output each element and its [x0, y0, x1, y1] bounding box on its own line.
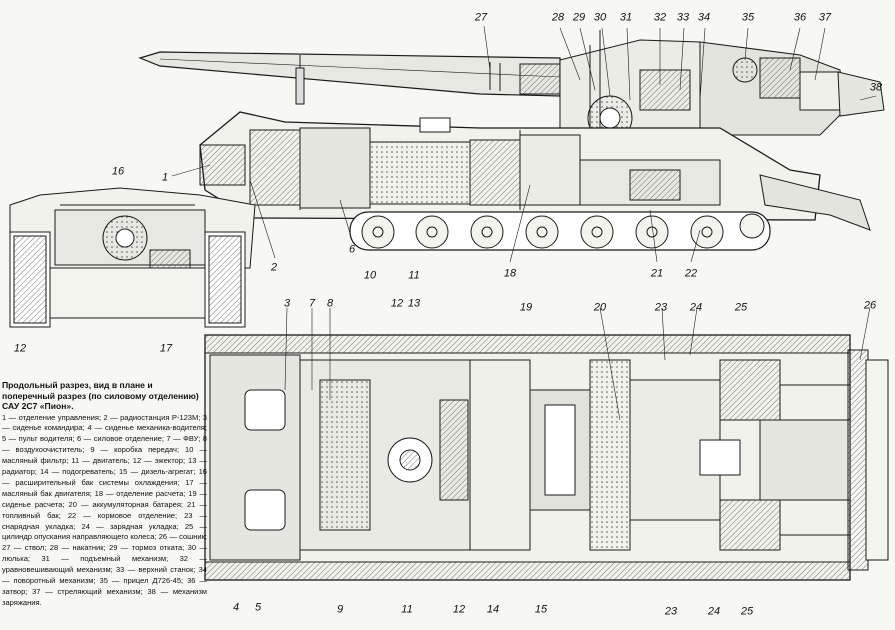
callout-side: 38 [869, 81, 883, 94]
callout-side: 31 [619, 11, 633, 24]
callout-plan: 15 [534, 603, 548, 616]
callout-plan: 5 [254, 601, 262, 614]
callout-side: 35 [741, 11, 755, 24]
callout-side: 1 [161, 171, 169, 184]
callout-plan: 8 [326, 297, 334, 310]
callout-side: 37 [818, 11, 832, 24]
callout-plan: 7 [308, 297, 316, 310]
callout-side: 32 [653, 11, 667, 24]
callout-side: 30 [593, 11, 607, 24]
caption-title: Продольный разрез, вид в плане и попереч… [2, 380, 199, 411]
hull [199, 111, 871, 231]
callout-plan: 9 [336, 603, 344, 616]
callout-plan: 20 [593, 301, 607, 314]
callout-plan: 24 [689, 301, 703, 314]
leader-lines [171, 25, 877, 421]
callout-plan: 11 [401, 603, 413, 616]
callout-side: 10 [363, 269, 377, 282]
callout-side: 6 [348, 243, 356, 256]
callout-front: 17 [159, 342, 173, 355]
callout-plan: 26 [863, 299, 877, 312]
side-section [138, 30, 885, 251]
callout-plan: 14 [486, 603, 500, 616]
callout-side: 28 [551, 11, 565, 24]
callout-plan: 25 [740, 605, 754, 618]
callout-side: 33 [676, 11, 690, 24]
callout-plan: 13 [407, 297, 421, 310]
callout-front: 16 [111, 165, 125, 178]
callout-side: 34 [697, 11, 711, 24]
plan-view [204, 334, 889, 581]
callout-side: 36 [793, 11, 807, 24]
callout-plan: 4 [232, 601, 240, 614]
tracks [349, 211, 771, 251]
callout-side: 11 [408, 269, 420, 282]
callout-front: 12 [13, 342, 27, 355]
callout-side: 29 [572, 11, 586, 24]
gun-barrel [138, 51, 561, 105]
callout-side: 21 [650, 267, 664, 280]
callout-plan: 23 [654, 301, 668, 314]
callout-side: 2 [270, 261, 278, 274]
front-section [9, 187, 256, 328]
caption-legend: 1 — отделение управления; 2 — радиостанц… [2, 412, 207, 607]
callout-side: 18 [503, 267, 517, 280]
callout-side: 27 [474, 11, 488, 24]
callout-plan: 23 [664, 605, 678, 618]
callout-plan: 12 [452, 603, 466, 616]
callout-plan: 25 [734, 301, 748, 314]
callout-side: 22 [684, 267, 698, 280]
callout-plan: 3 [283, 297, 291, 310]
callout-plan: 24 [707, 605, 721, 618]
figure-caption: Продольный разрез, вид в плане и попереч… [2, 380, 207, 609]
callout-side: 19 [519, 301, 533, 314]
callout-plan: 12 [390, 297, 404, 310]
